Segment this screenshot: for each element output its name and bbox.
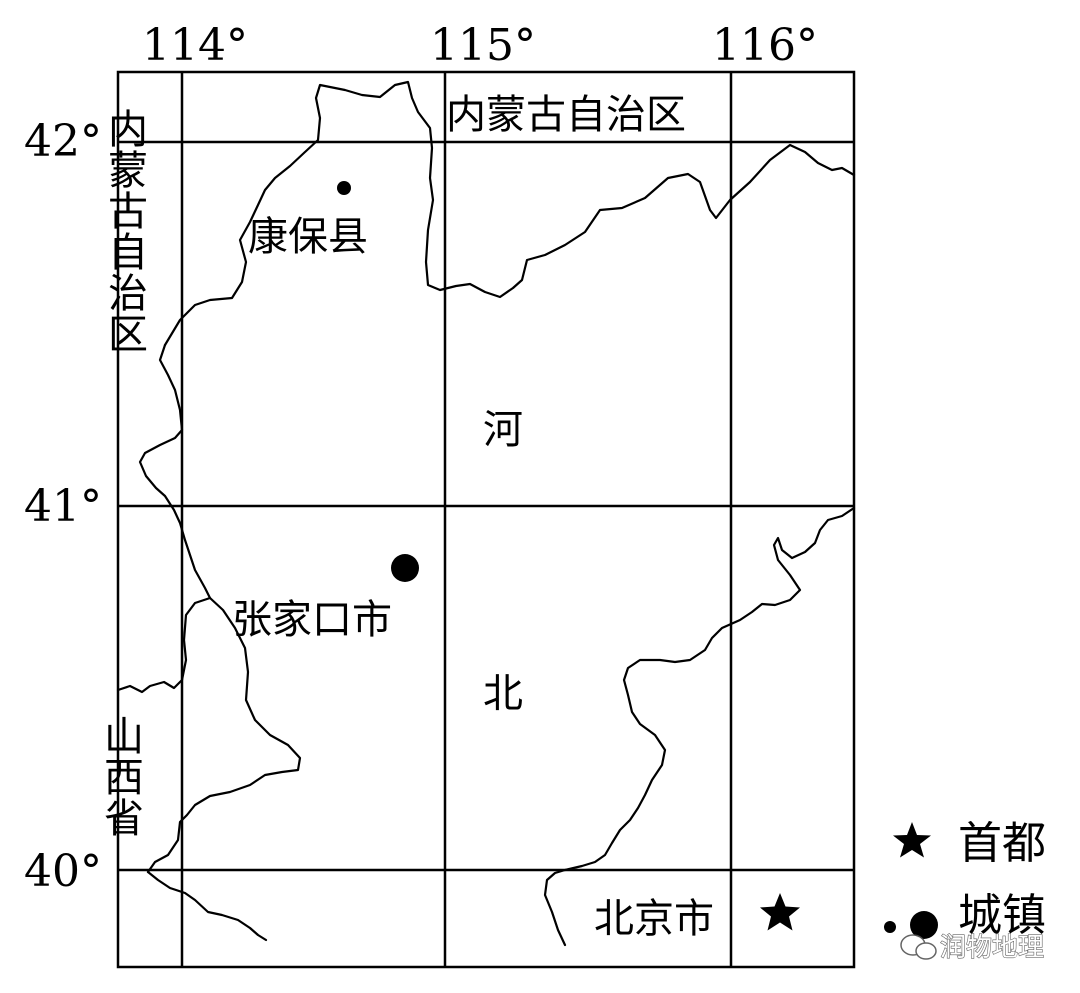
hebei-label-part1: 河 [483, 407, 523, 453]
latitude-labels: 42° 41° 40° [24, 116, 102, 897]
latitude-label-41: 41° [24, 481, 102, 532]
watermark: 润物地理 [900, 932, 1045, 964]
longitude-label-114: 114° [142, 20, 248, 71]
zhangjiakou-label: 张家口市 [232, 597, 392, 643]
beijing-label: 北京市 [594, 896, 714, 942]
wechat-icon [900, 934, 937, 960]
legend-small-dot-icon [884, 921, 896, 933]
beijing-hebei-boundary [543, 506, 856, 947]
inner-mongolia-hebei-west-boundary [138, 343, 212, 600]
kangbao-dot [337, 181, 351, 195]
hebei-label-part2: 北 [483, 671, 523, 717]
zhangjiakou-dot [391, 554, 419, 582]
kangbao-county-boundary [163, 80, 856, 347]
longitude-label-115: 115° [430, 20, 536, 71]
inner-mongolia-label-top: 内蒙古自治区 [446, 92, 686, 138]
graticule [118, 72, 854, 967]
region-labels: 内蒙古自治区 内蒙古自治区 河 北 山西省 [97, 92, 686, 838]
shanxi-hebei-boundary [116, 596, 302, 874]
shanxi-label: 山西省 [97, 715, 143, 838]
kangbao-label: 康保县 [248, 214, 368, 260]
latitude-label-40: 40° [24, 846, 102, 897]
legend-star-icon [893, 822, 931, 858]
legend: 首都 城镇 [884, 818, 1046, 941]
latitude-label-42: 42° [24, 116, 102, 167]
shanxi-southern-boundary [146, 870, 268, 942]
inner-mongolia-label-left: 内蒙古自治区 [101, 108, 147, 354]
map-frame [116, 70, 856, 969]
legend-capital-label: 首都 [958, 818, 1046, 869]
boundaries [116, 80, 856, 947]
beijing-star-icon [760, 893, 800, 931]
longitude-label-116: 116° [712, 20, 818, 71]
watermark-text: 润物地理 [940, 933, 1044, 963]
longitude-labels: 114° 115° 116° [142, 20, 818, 71]
legend-town-label: 城镇 [958, 890, 1046, 941]
places: 康保县 张家口市 北京市 [232, 181, 800, 942]
legend-large-dot-icon [910, 911, 938, 939]
